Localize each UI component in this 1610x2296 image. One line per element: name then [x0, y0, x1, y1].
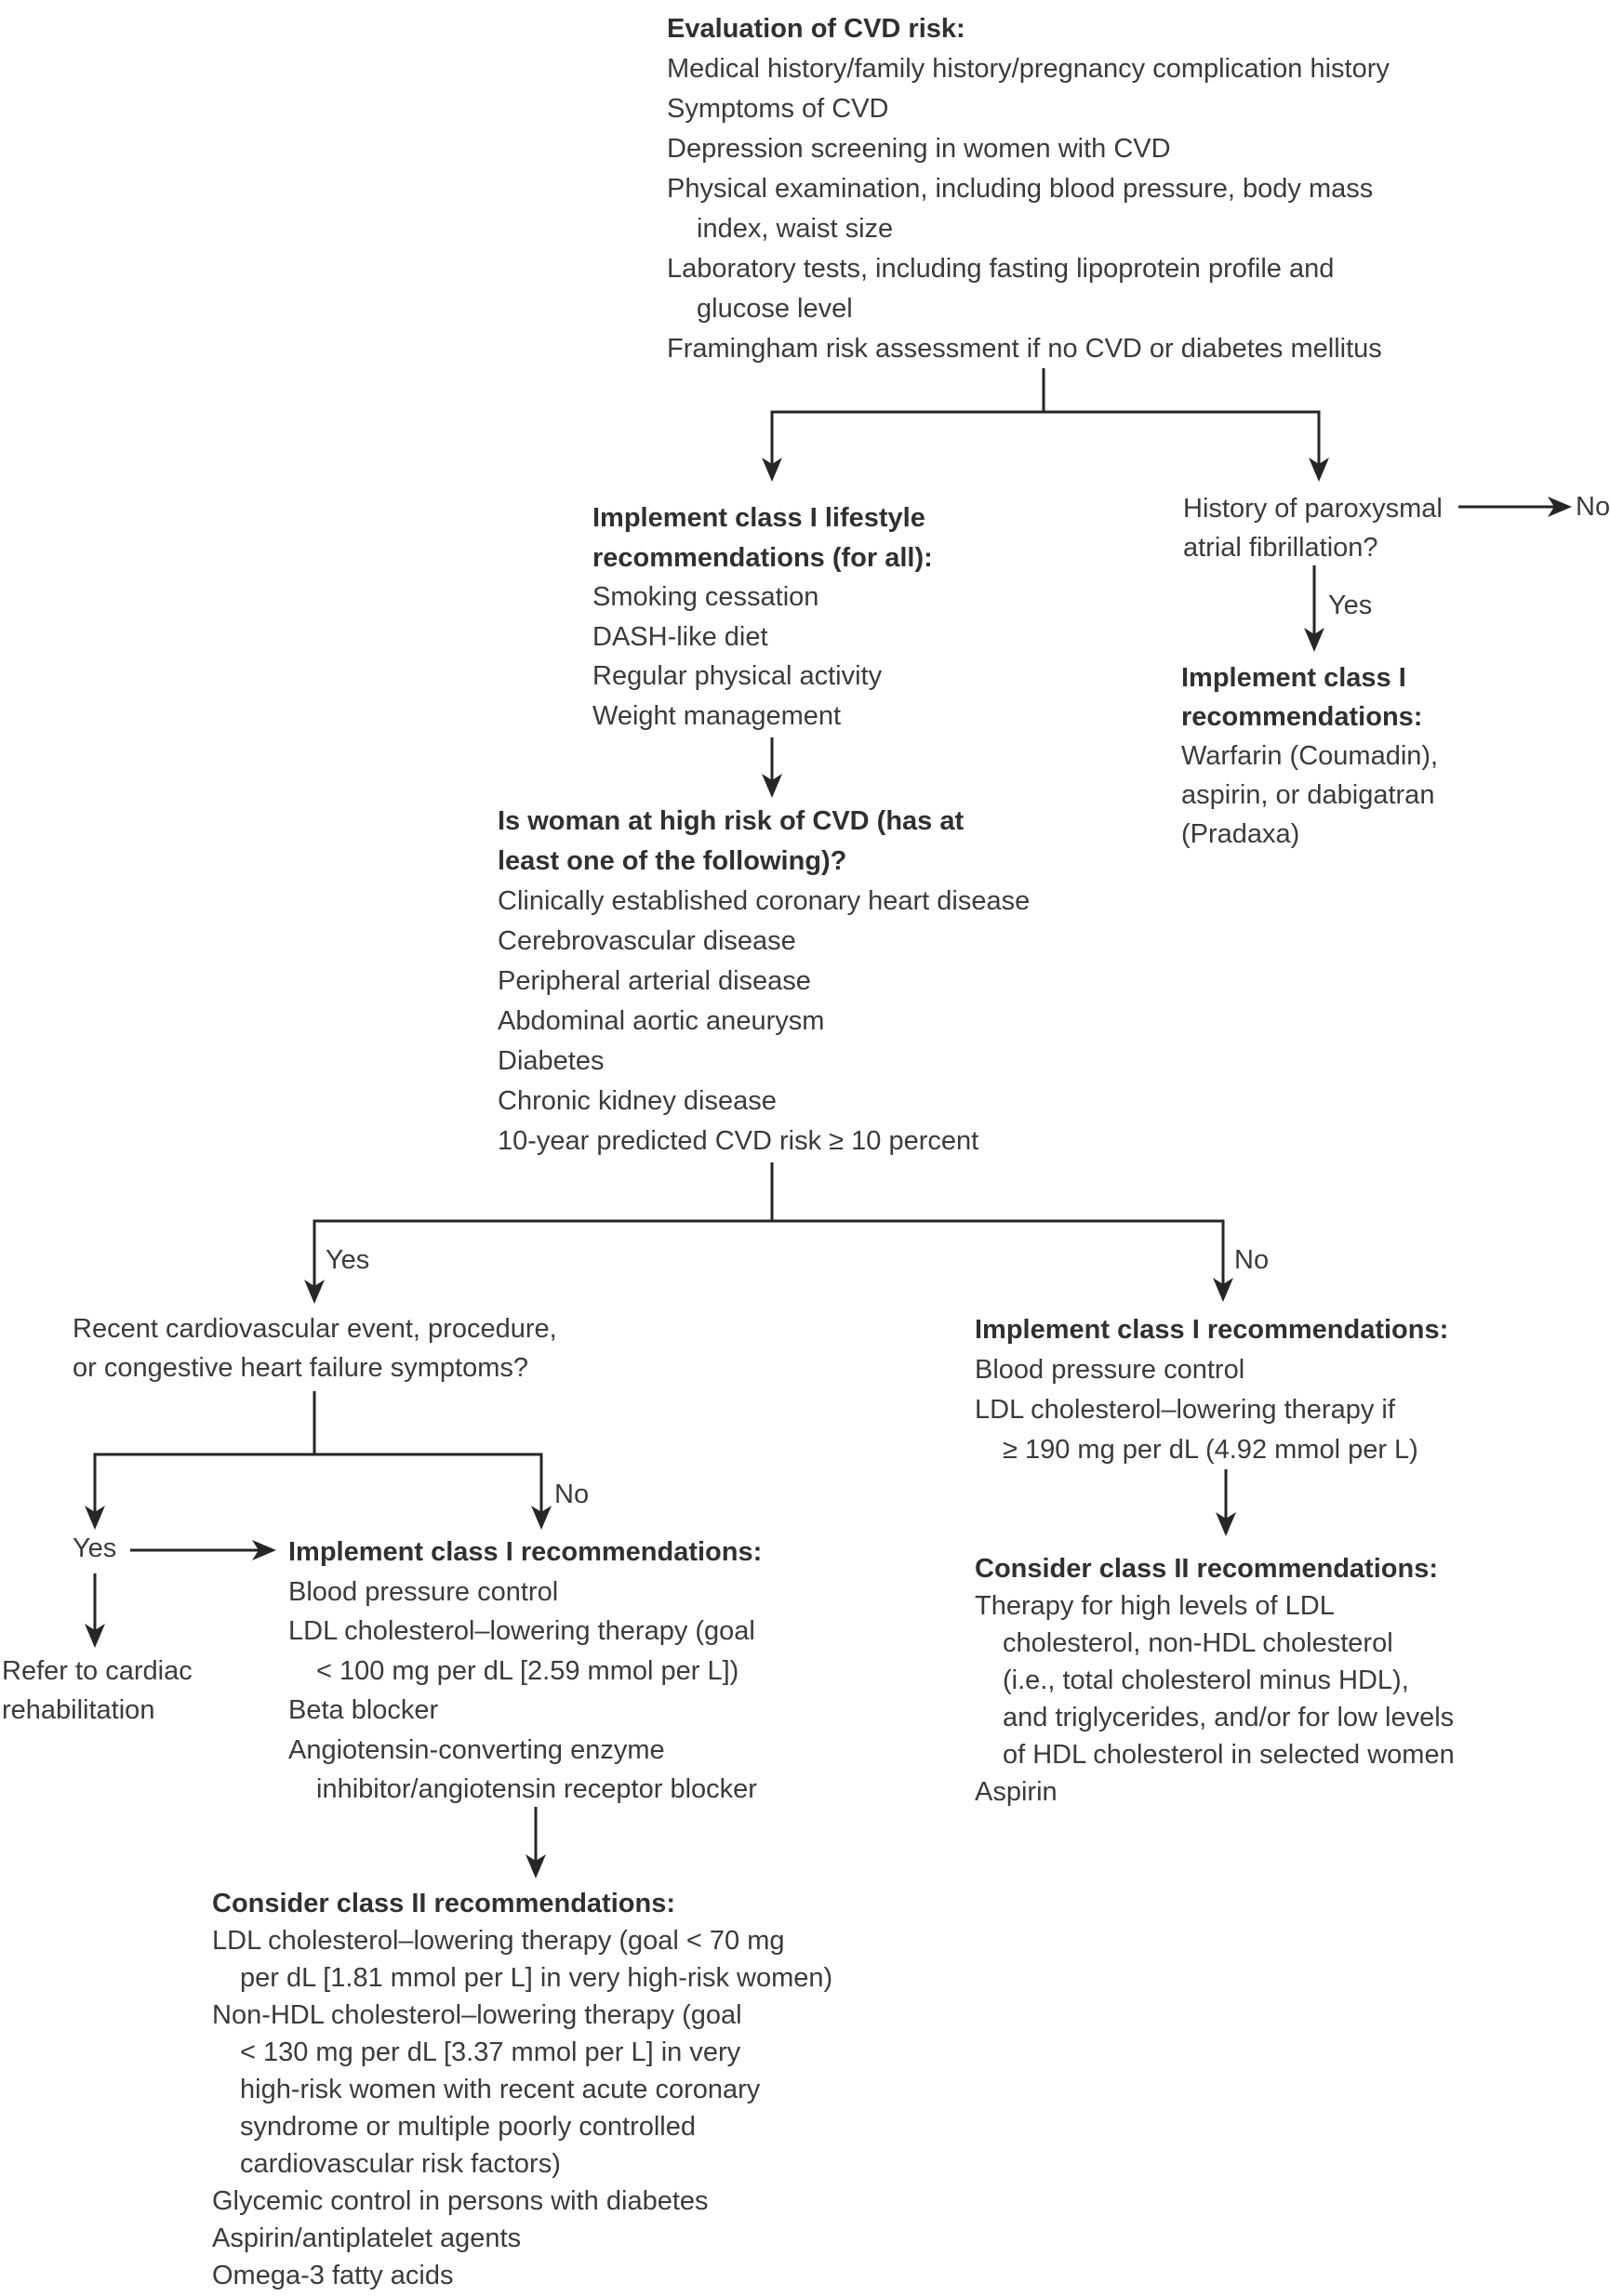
text-line: LDL cholesterol–lowering therapy (goal: [288, 1616, 755, 1646]
text-line: Glycemic control in persons with diabete…: [212, 2186, 709, 2216]
arrowhead-down: [762, 458, 782, 482]
text-line: Blood pressure control: [288, 1576, 559, 1607]
text-line: ≥ 190 mg per dL (4.92 mmol per L): [1003, 1435, 1418, 1465]
text-line: Cerebrovascular disease: [498, 926, 796, 956]
text-line: DASH-like diet: [592, 621, 768, 652]
text-line: rehabilitation: [2, 1695, 155, 1725]
text-line: Warfarin (Coumadin),: [1181, 741, 1439, 771]
text-line: Depression screening in women with CVD: [667, 134, 1171, 164]
afib-no-label: No: [1576, 492, 1610, 522]
split2-no-label: No: [554, 1480, 590, 1509]
text-line: Symptoms of CVD: [667, 94, 889, 124]
arrowhead-down: [1309, 458, 1329, 482]
text-line: Refer to cardiac: [2, 1656, 193, 1686]
text-line: Angiotensin-converting enzyme: [288, 1734, 665, 1765]
text-line: Smoking cessation: [592, 582, 819, 612]
text-line: Therapy for high levels of LDL: [975, 1591, 1335, 1621]
text-line: (i.e., total cholesterol minus HDL),: [1003, 1666, 1409, 1695]
text-line: Weight management: [592, 700, 842, 731]
block-title: Evaluation of CVD risk:: [667, 14, 965, 44]
text-line: Non-HDL cholesterol–lowering therapy (go…: [212, 2000, 742, 2030]
text-line: Aspirin/antiplatelet agents: [212, 2223, 522, 2253]
event-class1-block: Implement class I recommendations: Blood…: [288, 1536, 762, 1813]
arrowhead-down: [304, 1280, 325, 1304]
text-line: < 130 mg per dL [3.37 mmol per L] in ver…: [240, 2037, 741, 2067]
connector: [313, 1219, 1225, 1286]
text-line: syndrome or multiple poorly controlled: [240, 2112, 696, 2142]
arrowhead-down: [531, 1506, 552, 1530]
text-line: Chronic kidney disease: [498, 1086, 777, 1116]
text-line: LDL cholesterol–lowering therapy (goal <…: [212, 1926, 785, 1956]
norisk-class1-block: Implement class I recommendations: Blood…: [975, 1314, 1448, 1474]
text-line: Regular physical activity: [592, 661, 883, 691]
event-yes-label: Yes: [73, 1533, 117, 1563]
text-line: or congestive heart failure symptoms?: [73, 1353, 528, 1383]
text-line: glucose level: [697, 294, 853, 324]
block-title: recommendations (for all):: [592, 542, 933, 573]
text-line: Physical examination, including blood pr…: [667, 174, 1374, 204]
text-line: and triglycerides, and/or for low levels: [1003, 1703, 1455, 1732]
text-line: Clinically established coronary heart di…: [498, 886, 1031, 916]
text-line: Diabetes: [498, 1046, 605, 1076]
event-question-block: Recent cardiovascular event, procedure, …: [73, 1313, 557, 1391]
text-line: cholesterol, non-HDL cholesterol: [1003, 1628, 1393, 1658]
text-line: Omega-3 fatty acids: [212, 2261, 454, 2290]
text-line: high-risk women with recent acute corona…: [240, 2075, 761, 2104]
arrowhead-down: [85, 1506, 105, 1530]
text-line: History of paroxysmal: [1183, 494, 1443, 524]
text-line: 10-year predicted CVD risk ≥ 10 percent: [498, 1126, 979, 1156]
norisk-class2-block: Consider class II recommendations: Thera…: [975, 1553, 1455, 1813]
block-title: least one of the following)?: [498, 846, 847, 876]
arrowhead-right: [1548, 497, 1572, 517]
text-line: Framingham risk assessment if no CVD or …: [667, 334, 1382, 364]
arrowhead-right: [252, 1540, 276, 1560]
text-line: < 100 mg per dL [2.59 mmol per L]): [316, 1655, 739, 1686]
text-line: Peripheral arterial disease: [498, 966, 811, 996]
high-risk-block: Is woman at high risk of CVD (has at lea…: [498, 805, 1030, 1165]
afib-question-block: History of paroxysmal atrial fibrillatio…: [1183, 493, 1443, 571]
text-line: cardiovascular risk factors): [240, 2149, 561, 2179]
arrowhead-down: [1216, 1512, 1236, 1536]
text-line: Medical history/family history/pregnancy…: [667, 54, 1390, 84]
rehab-block: Refer to cardiac rehabilitation: [2, 1655, 193, 1733]
block-title: Implement class I: [1181, 663, 1406, 693]
text-line: inhibitor/angiotensin receptor blocker: [316, 1774, 757, 1804]
text-line: Beta blocker: [288, 1695, 439, 1725]
block-title: Implement class I lifestyle: [592, 503, 925, 533]
afib-class1-block: Implement class I recommendations: Warfa…: [1181, 662, 1438, 857]
block-title: recommendations:: [1181, 702, 1423, 732]
text-line: (Pradaxa): [1181, 819, 1300, 849]
evaluation-block: Evaluation of CVD risk: Medical history/…: [667, 13, 1390, 373]
text-line: aspirin, or dabigatran: [1181, 780, 1435, 810]
arrowhead-down: [1304, 628, 1324, 652]
block-title: Is woman at high risk of CVD (has at: [498, 806, 965, 836]
split1-no-label: No: [1234, 1245, 1270, 1275]
block-title: Implement class I recommendations:: [975, 1315, 1449, 1345]
split1-yes-label: Yes: [326, 1245, 370, 1275]
connector: [770, 410, 1321, 464]
text-line: Aspirin: [975, 1777, 1058, 1807]
text-line: Recent cardiovascular event, procedure,: [73, 1314, 557, 1344]
event-class2-block: Consider class II recommendations: LDL c…: [212, 1888, 832, 2296]
arrowhead-down: [762, 774, 782, 798]
block-title: Consider class II recommendations:: [975, 1554, 1438, 1584]
text-line: atrial fibrillation?: [1183, 533, 1378, 563]
arrowhead-down: [526, 1854, 546, 1878]
block-title: Consider class II recommendations:: [212, 1889, 675, 1918]
text-line: LDL cholesterol–lowering therapy if: [975, 1395, 1395, 1425]
text-line: index, waist size: [697, 214, 894, 244]
text-line: Laboratory tests, including fasting lipo…: [667, 254, 1335, 284]
lifestyle-block: Implement class I lifestyle recommendati…: [592, 502, 933, 739]
text-line: per dL [1.81 mmol per L] in very high-ri…: [240, 1963, 833, 1993]
block-title: Implement class I recommendations:: [288, 1537, 763, 1567]
afib-yes-label: Yes: [1328, 591, 1373, 620]
text-line: Abdominal aortic aneurysm: [498, 1006, 825, 1036]
connector: [93, 1453, 543, 1512]
text-line: Blood pressure control: [975, 1355, 1245, 1385]
text-line: of HDL cholesterol in selected women: [1003, 1740, 1455, 1770]
arrowhead-down: [85, 1624, 105, 1648]
arrowhead-down: [1213, 1278, 1233, 1302]
